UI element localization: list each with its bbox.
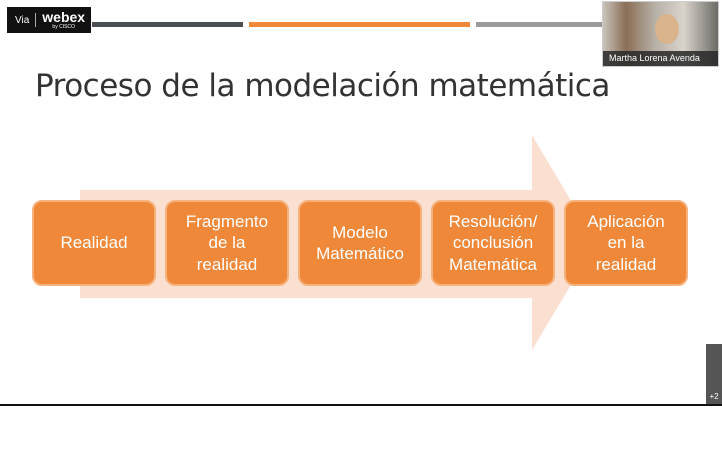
logo-by: by CISCO [52, 24, 75, 30]
participant-video[interactable]: Martha Lorena Avenda [602, 1, 719, 67]
header-bar-dark [92, 22, 243, 27]
step-box-resolucion: Resolución/ conclusión Matemática [431, 200, 555, 286]
step-box-realidad: Realidad [32, 200, 156, 286]
webex-logo: Via webex by CISCO [7, 7, 91, 33]
logo-brand: webex by CISCO [42, 10, 85, 30]
more-participants-button[interactable]: +2 [706, 344, 722, 404]
divider [0, 404, 722, 406]
slide-title: Proceso de la modelación matemática [35, 68, 610, 104]
header-bar-orange [249, 22, 470, 27]
step-box-modelo: Modelo Matemático [298, 200, 422, 286]
participant-avatar [655, 14, 679, 44]
step-box-fragmento: Fragmento de la realidad [165, 200, 289, 286]
logo-prefix: Via [15, 14, 30, 26]
header-bar-gray [476, 22, 602, 27]
step-box-aplicacion: Aplicación en la realidad [564, 200, 688, 286]
logo-divider [35, 13, 37, 27]
participant-name: Martha Lorena Avenda [603, 51, 718, 66]
logo-brand-text: webex [42, 9, 86, 25]
